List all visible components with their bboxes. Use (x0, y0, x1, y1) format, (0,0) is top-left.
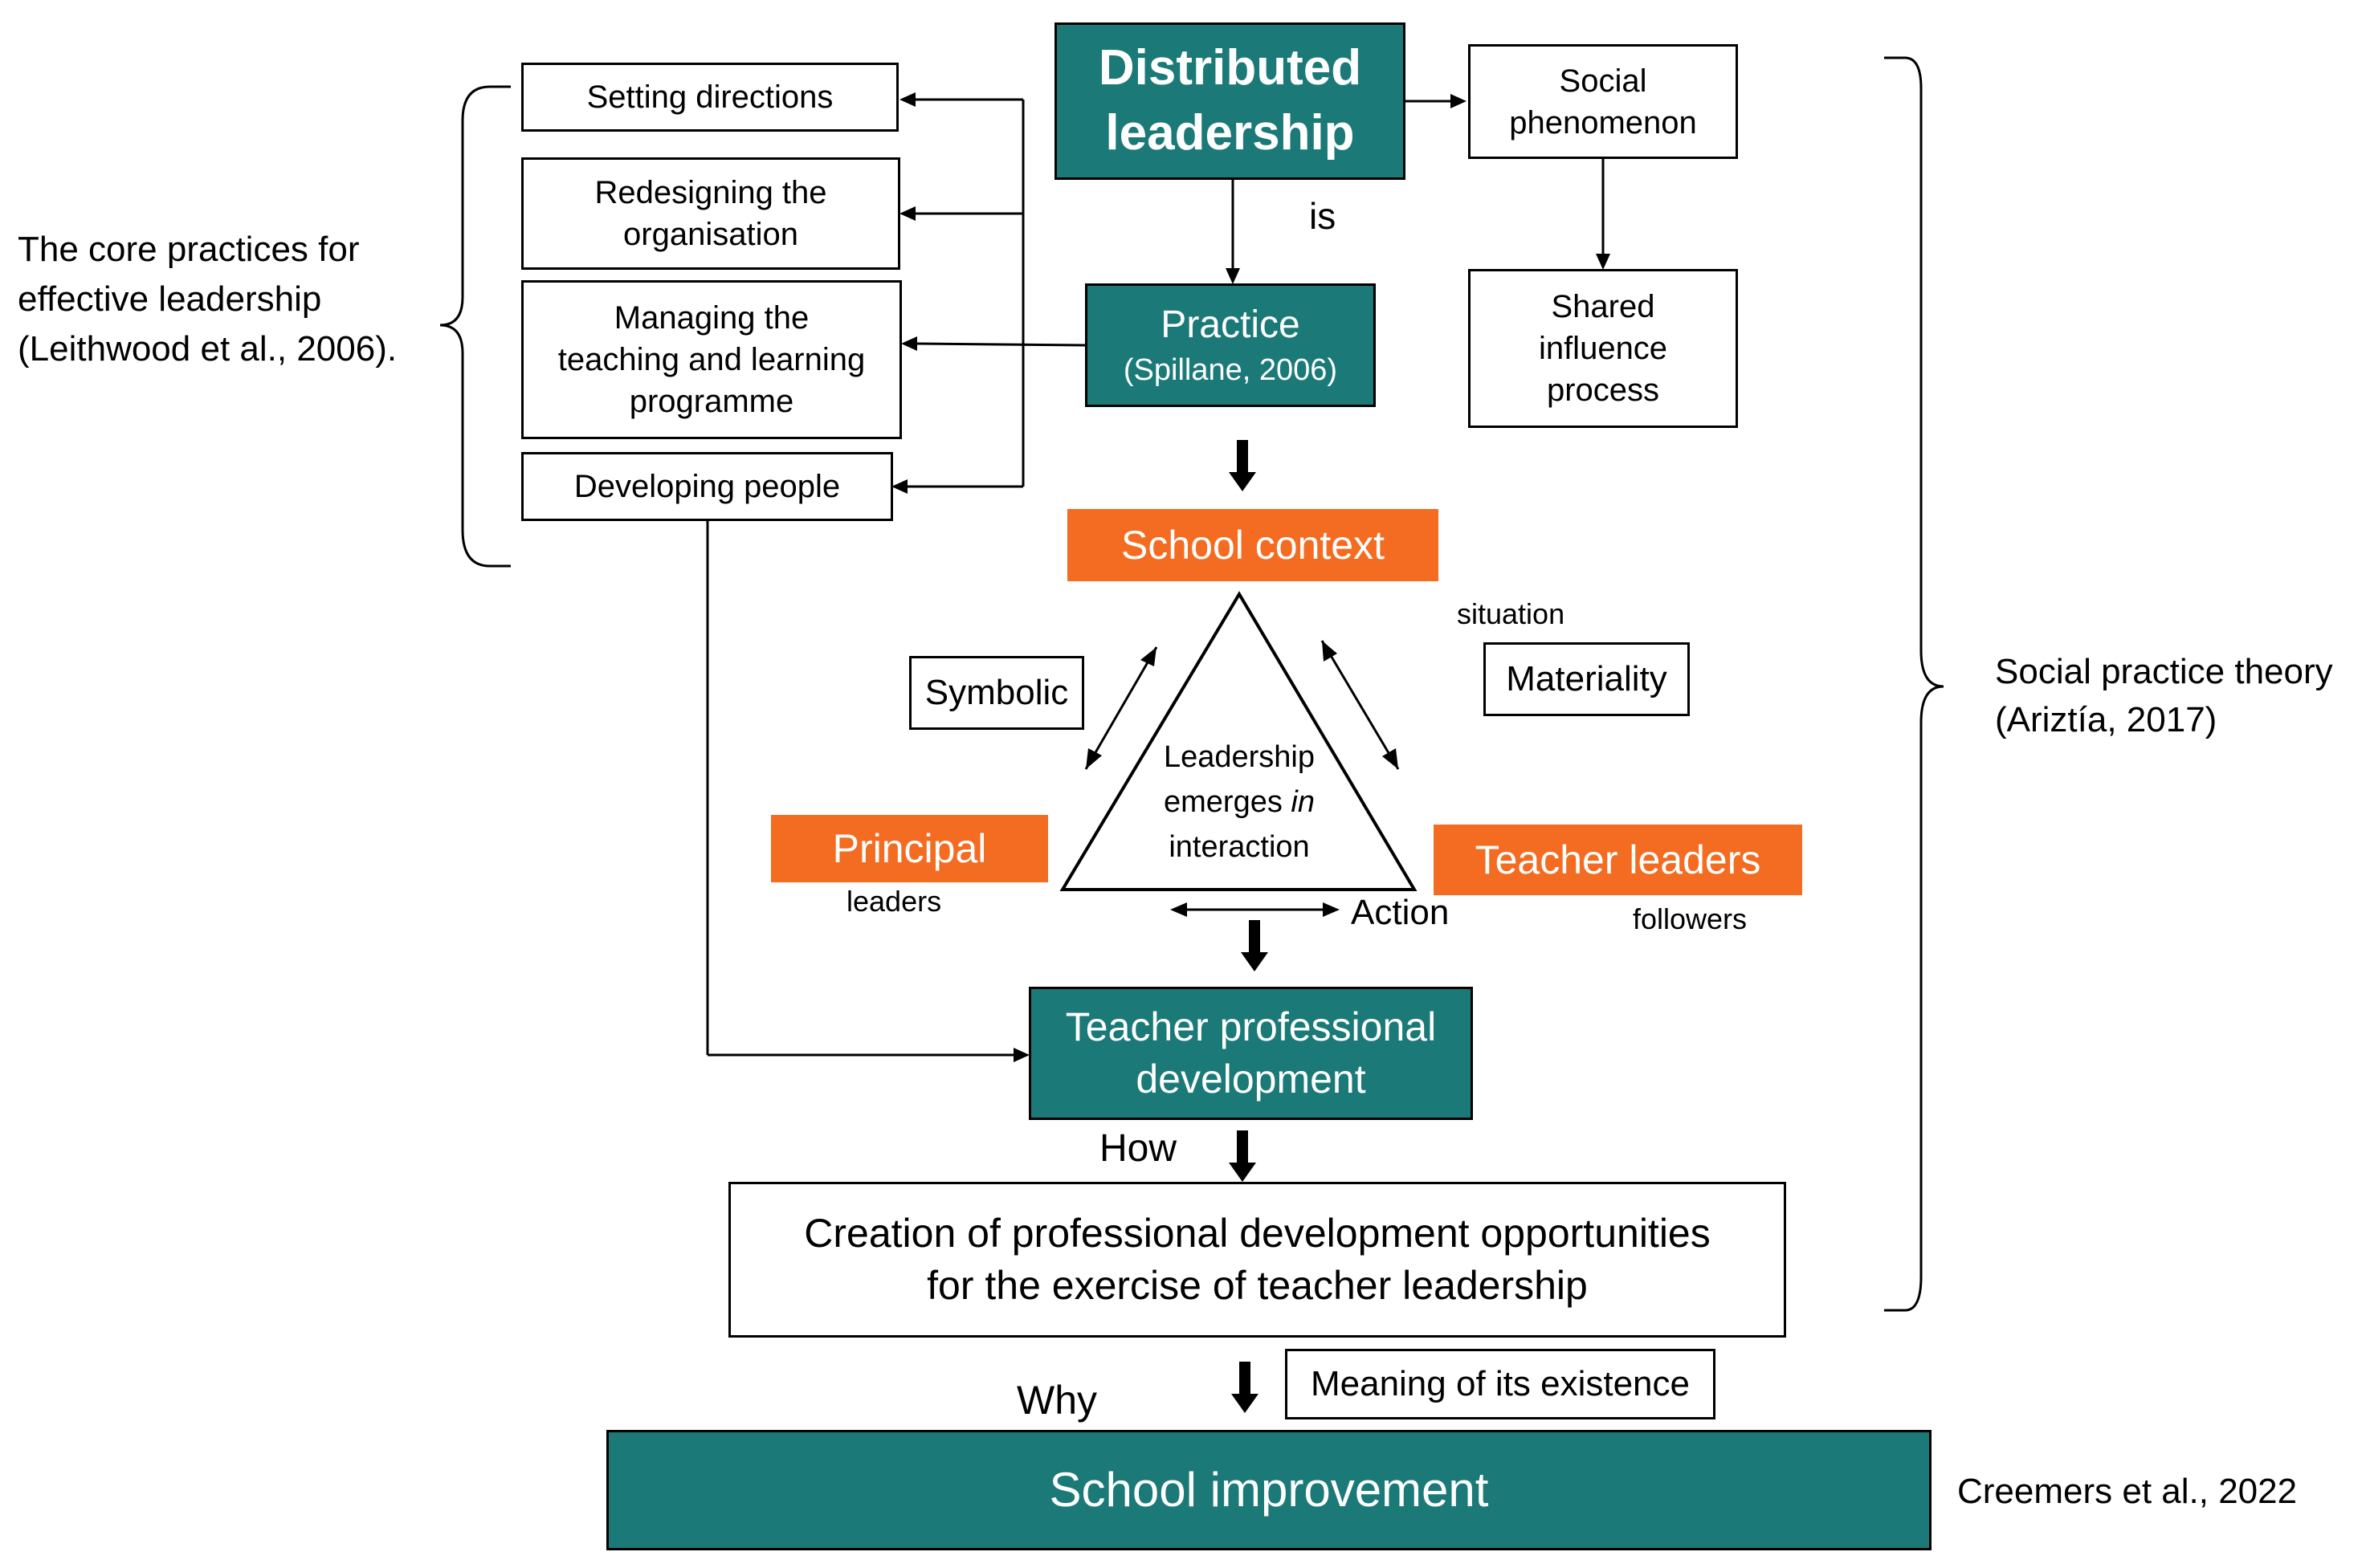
social-practice-theory-annotation: Social practice theory (Ariztía, 2017) (1995, 652, 2333, 739)
how-label: How (1099, 1127, 1177, 1170)
creemers-citation: Creemers et al., 2022 (1957, 1472, 2298, 1511)
interaction-triangle (1059, 591, 1418, 891)
situation-label: situation (1457, 597, 1565, 630)
practice-box: Practice (Spillane, 2006) (1085, 283, 1376, 407)
triangle-text-emerges: emerges (1164, 785, 1291, 819)
social-phenomenon-box: Social phenomenon (1468, 44, 1738, 159)
arrowhead-to-social-phenomenon (1450, 94, 1467, 108)
arrowhead-to-setting-directions (899, 92, 916, 107)
followers-label: followers (1633, 902, 1748, 935)
school-context-box: School context (1067, 509, 1438, 581)
triangle-text-in: in (1291, 785, 1315, 819)
thick-arrow-action-to-tpd (1241, 920, 1268, 973)
leaders-label: leaders (846, 885, 942, 918)
arrowhead-to-redesigning (899, 206, 916, 221)
arrowhead-to-developing-people (891, 479, 908, 494)
triangle-text-line-2: emerges in (1143, 780, 1336, 825)
managing-box: Managing the teaching and learning progr… (521, 280, 902, 439)
teacher-leaders-box: Teacher leaders (1434, 825, 1802, 895)
thick-arrow-practice-to-context (1229, 440, 1256, 493)
arrowhead-to-tpd (1014, 1048, 1030, 1062)
thick-arrow-creation-to-improvement (1231, 1362, 1258, 1415)
triangle-text: Leadership emerges in interaction (1143, 735, 1336, 870)
symbolic-box: Symbolic (909, 656, 1084, 730)
distributed-leadership-box: Distributed leadership (1055, 22, 1405, 180)
shared-influence-box: Shared influence process (1468, 269, 1738, 428)
core-practices-annotation: The core practices for effective leaders… (18, 230, 398, 369)
left-bracket (439, 85, 511, 568)
thick-arrow-tpd-to-creation (1229, 1130, 1256, 1183)
why-label: Why (1017, 1378, 1097, 1423)
developing-people-box: Developing people (521, 452, 893, 521)
action-label: Action (1351, 893, 1450, 932)
arrowhead-to-practice (1226, 268, 1240, 284)
triangle-text-line-1: Leadership (1163, 740, 1316, 774)
materiality-box: Materiality (1483, 642, 1690, 716)
is-label: is (1309, 195, 1336, 237)
arrowhead-to-shared-influence (1596, 254, 1610, 270)
school-improvement-box: School improvement (606, 1430, 1932, 1550)
redesigning-box: Redesigning the organisation (521, 157, 900, 270)
principal-box: Principal (771, 815, 1048, 882)
triangle-text-line-3: interaction (1169, 830, 1310, 864)
practice-citation: (Spillane, 2006) (1123, 352, 1338, 387)
teacher-pd-box: Teacher professional development (1029, 987, 1473, 1120)
setting-directions-box: Setting directions (521, 63, 899, 132)
creation-box: Creation of professional development opp… (728, 1182, 1786, 1338)
arrowhead-to-managing (901, 336, 917, 351)
right-bracket (1884, 56, 1944, 1312)
meaning-box: Meaning of its existence (1285, 1349, 1715, 1419)
practice-title: Practice (1161, 303, 1300, 347)
